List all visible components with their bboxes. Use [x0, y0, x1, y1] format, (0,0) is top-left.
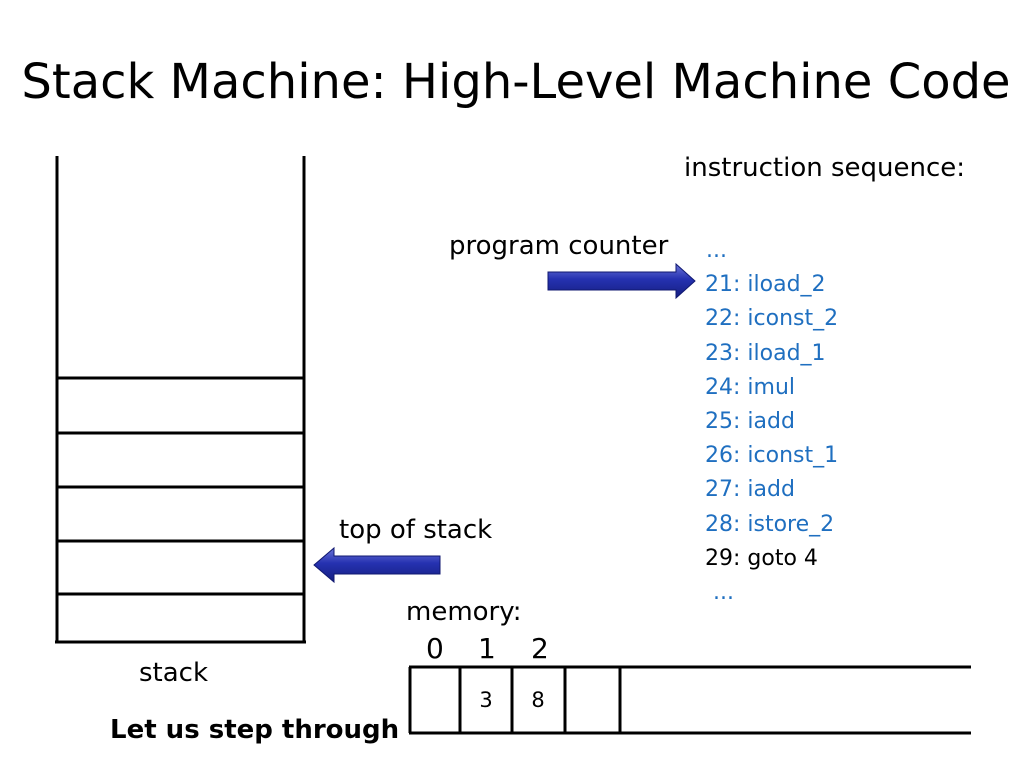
stack-label: stack [139, 658, 209, 688]
memory-label: memory: [406, 597, 522, 627]
instruction-item: 22: iconst_2 [705, 306, 839, 332]
program-counter-label: program counter [449, 231, 669, 261]
instruction-item: 27: iadd [705, 477, 795, 503]
instruction-list: ... 21: iload_2 22: iconst_2 23: iload_1… [705, 234, 838, 610]
memory-cell-value: 8 [531, 688, 545, 712]
instruction-item: 24: imul [705, 374, 795, 400]
instruction-sequence-heading: instruction sequence: [684, 153, 966, 183]
top-of-stack-arrow [313, 546, 441, 584]
instruction-item: ... [706, 238, 727, 263]
instruction-item: 25: iadd [705, 409, 795, 435]
memory-index: 1 [478, 632, 496, 665]
instruction-item: 21: iload_2 [705, 272, 826, 298]
instruction-item: 26: iconst_1 [705, 443, 839, 469]
instruction-item: 28: istore_2 [705, 511, 835, 537]
instruction-item: 23: iload_1 [705, 340, 826, 366]
instruction-item: 29: goto 4 [705, 545, 818, 571]
slide-title: Stack Machine: High-Level Machine Code [21, 54, 1011, 110]
memory-cell-value: 3 [479, 688, 493, 712]
memory-index: 2 [531, 632, 549, 665]
memory-strip [408, 665, 971, 735]
memory-index: 0 [426, 632, 444, 665]
program-counter-arrow [547, 262, 696, 300]
stack [55, 156, 306, 644]
footer-text: Let us step through [110, 715, 400, 745]
top-of-stack-label: top of stack [339, 515, 493, 545]
instruction-item: ... [713, 580, 734, 606]
